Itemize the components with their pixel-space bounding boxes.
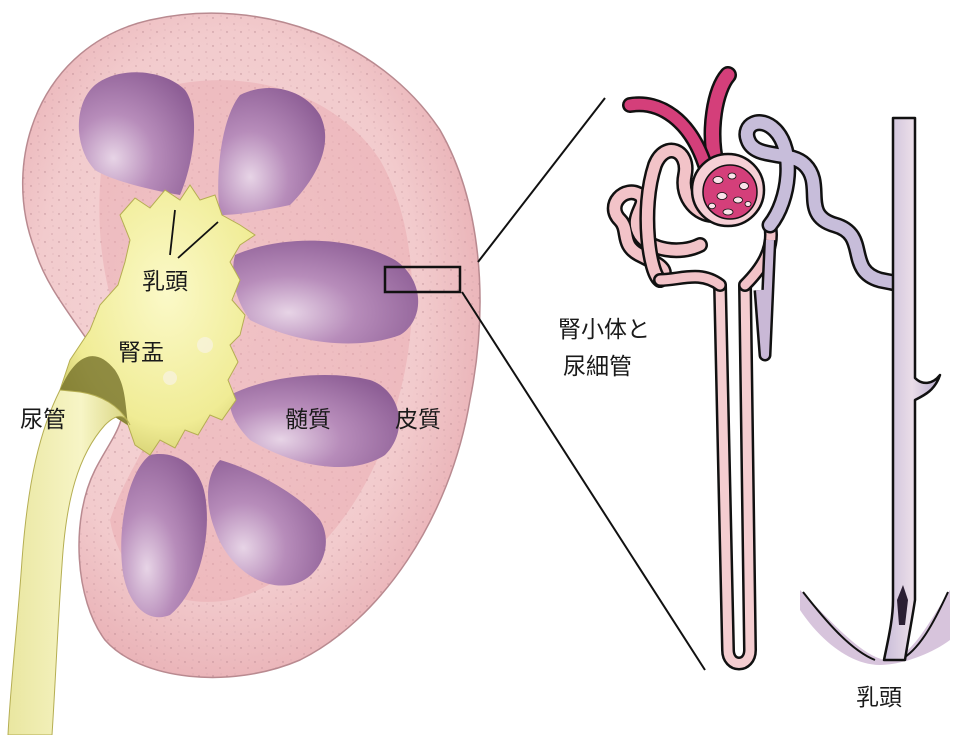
label-medulla: 髄質 <box>285 407 331 433</box>
label-papilla-detail: 乳頭 <box>856 685 902 711</box>
zoom-line-bottom <box>462 292 705 670</box>
label-renal-pelvis: 腎盂 <box>118 340 164 366</box>
papilla-tissue <box>800 590 950 665</box>
nephron <box>615 75 905 664</box>
collecting-duct <box>884 118 940 660</box>
pelvis-highlight <box>197 337 213 353</box>
label-cortex: 皮質 <box>395 407 441 433</box>
zoom-line-top <box>478 98 605 262</box>
label-ureter: 尿管 <box>20 407 66 433</box>
kidney <box>8 13 480 735</box>
loop-of-henle <box>720 285 750 664</box>
pelvis-highlight <box>163 371 177 385</box>
label-papilla: 乳頭 <box>142 269 188 295</box>
label-nephron-line1: 腎小体と <box>558 317 650 343</box>
label-nephron-line2: 尿細管 <box>563 354 632 380</box>
